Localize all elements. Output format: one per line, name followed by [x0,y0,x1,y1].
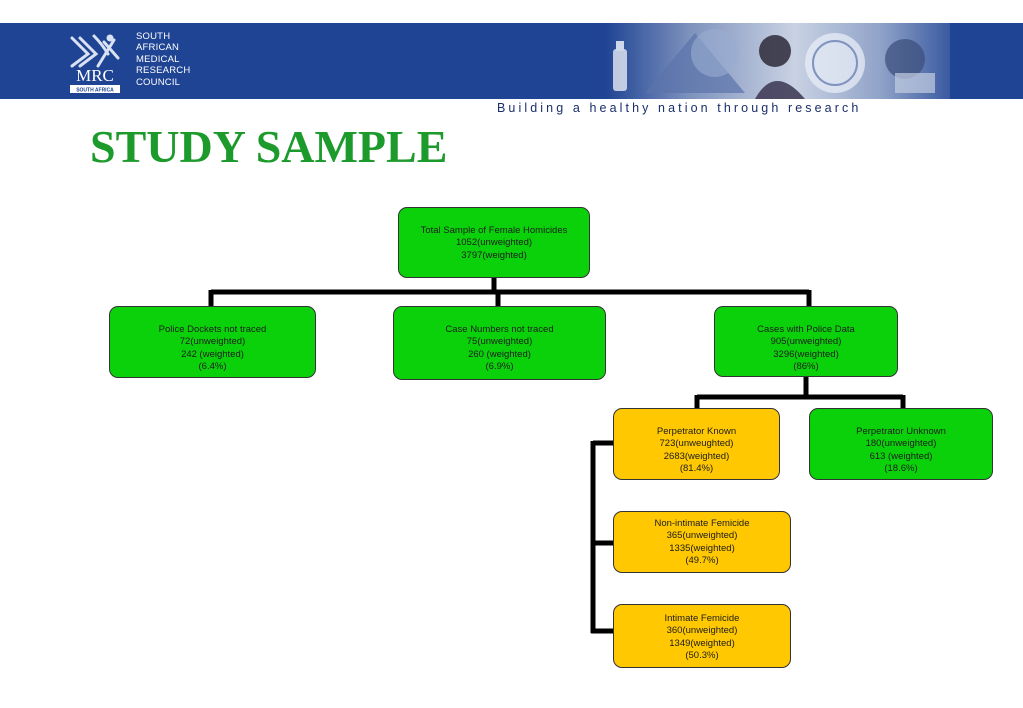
node-percent: (49.7%) [685,554,719,566]
node-percent: (18.6%) [884,462,918,474]
node-perpetrator-unknown: Perpetrator Unknown 180(unweighted) 613 … [809,408,993,480]
node-unweighted: 360(unweighted) [666,625,738,637]
node-percent: (6.4%) [198,360,227,372]
node-percent: (86%) [793,360,819,372]
node-perpetrator-known: Perpetrator Known 723(unweughted) 2683(w… [613,408,780,480]
node-intimate-femicide: Intimate Femicide 360(unweighted) 1349(w… [613,604,791,668]
node-unweighted: 180(unweighted) [865,438,937,450]
node-police-dockets-not-traced: Police Dockets not traced 72(unweighted)… [109,306,316,378]
node-label: Police Dockets not traced [158,324,267,335]
node-unweighted: 1052(unweighted) [455,237,533,249]
node-unweighted: 75(unweighted) [466,336,533,348]
org-name-line: AFRICAN [136,42,180,54]
node-percent: (6.9%) [485,360,514,372]
node-cases-with-police-data: Cases with Police Data 905(unweighted) 3… [714,306,898,377]
node-non-intimate-femicide: Non-intimate Femicide 365(unweighted) 13… [613,511,791,573]
node-weighted: 613 (weighted) [869,450,933,462]
node-weighted: 3296(weighted) [773,348,839,360]
tagline: Building a healthy nation through resear… [497,101,862,115]
node-unweighted: 365(unweighted) [666,530,738,542]
node-label: Perpetrator Unknown [856,426,946,437]
org-name-line: RESEARCH [136,65,191,77]
node-total-sample: Total Sample of Female Homicides 1052(un… [398,207,590,278]
node-label: Non-intimate Femicide [654,518,750,529]
node-weighted: 260 (weighted) [468,348,531,360]
logo-text: MRC [76,66,114,85]
node-unweighted: 72(unweighted) [179,336,246,348]
node-label: Cases with Police Data [757,324,855,335]
node-case-numbers-not-traced: Case Numbers not traced 75(unweighted) 2… [393,306,606,380]
page-title: STUDY SAMPLE [90,121,448,172]
node-percent: (81.4%) [679,462,714,474]
node-label: Intimate Femicide [664,613,740,624]
logo-subtext: SOUTH AFRICA [76,88,114,94]
node-weighted: 242 (weighted) [181,348,244,360]
node-weighted: 1349(weighted) [669,637,735,649]
node-percent: (50.3%) [685,649,719,661]
node-label: Total Sample of Female Homicides [420,225,568,236]
node-weighted: 3797(weighted) [461,249,527,261]
mrc-logo: MRC SOUTH AFRICA [70,34,120,94]
node-label: Case Numbers not traced [445,324,554,335]
org-name-line: SOUTH [136,31,171,42]
header-photo-collage [605,23,950,99]
node-weighted: 2683(weighted) [663,450,730,462]
node-label: Perpetrator Known [656,426,737,437]
org-name: SOUTH AFRICAN MEDICAL RESEARCH COUNCIL [136,31,190,88]
node-weighted: 1335(weighted) [669,542,735,554]
org-name-line: MEDICAL [136,53,180,65]
node-unweighted: 723(unweughted) [659,438,734,450]
node-unweighted: 905(unweighted) [770,336,842,348]
org-name-line: COUNCIL [136,76,181,88]
